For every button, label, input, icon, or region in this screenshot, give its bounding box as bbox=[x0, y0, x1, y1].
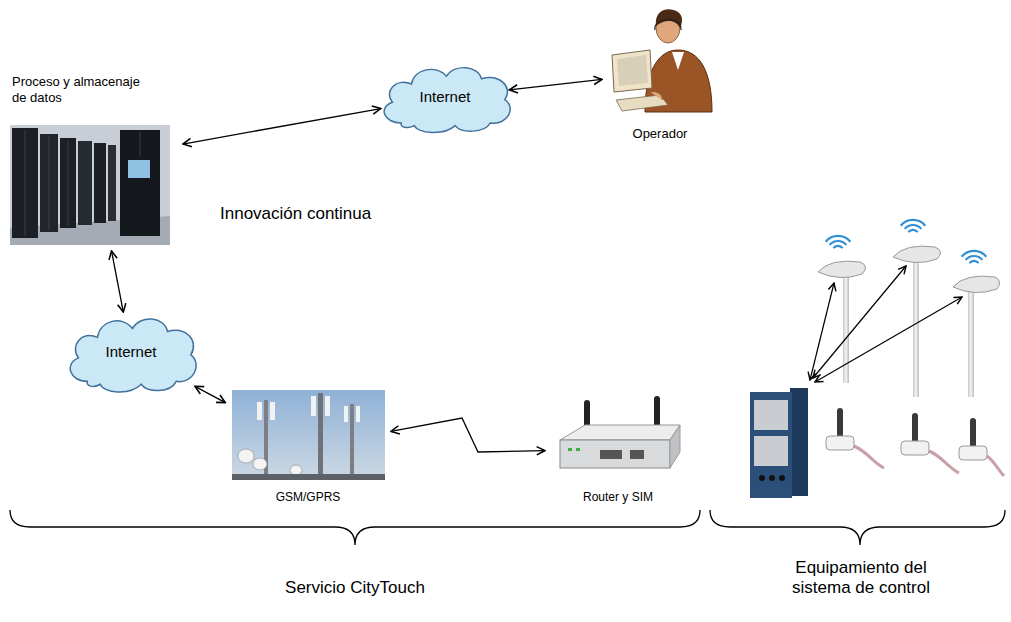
street-lamps-picture bbox=[818, 220, 1000, 397]
connector-arrow bbox=[195, 386, 225, 402]
group-label: Equipamiento del sistema de control bbox=[772, 558, 950, 599]
internet-cloud: Internet bbox=[372, 58, 518, 136]
router-node: Router y SIM bbox=[548, 392, 688, 506]
curly-brackets bbox=[10, 510, 1005, 545]
node-label: Router y SIM bbox=[583, 490, 653, 504]
gsm-node: GSM/GPRS bbox=[228, 388, 388, 506]
node-label: GSM/GPRS bbox=[276, 490, 341, 504]
cloud-outline bbox=[384, 68, 510, 133]
gsm-towers-picture bbox=[232, 390, 385, 480]
internet-cloud: Internet bbox=[58, 308, 204, 396]
router-picture bbox=[560, 396, 680, 468]
connector-arrow bbox=[112, 251, 124, 312]
lamp-controller-pods bbox=[826, 408, 1004, 476]
slogan-label: Innovación continua bbox=[220, 204, 420, 224]
connector-arrow bbox=[183, 109, 381, 144]
connector-arrow bbox=[509, 79, 602, 89]
cloud-outline bbox=[70, 319, 196, 392]
server-node: Proceso y almacenaje de datos bbox=[8, 72, 180, 248]
controller-picture bbox=[750, 388, 808, 498]
node-label: Internet bbox=[420, 88, 471, 106]
node-label: Operador bbox=[633, 126, 688, 142]
radio-links bbox=[810, 266, 962, 382]
node-label: Proceso y almacenaje de datos bbox=[12, 74, 147, 105]
server-room-picture bbox=[10, 125, 170, 245]
group-label: Servicio CityTouch bbox=[235, 578, 475, 598]
operator-node: Operador bbox=[605, 2, 715, 144]
node-label: Internet bbox=[106, 343, 157, 361]
connector-arrow bbox=[391, 418, 545, 452]
operator-picture bbox=[612, 9, 712, 112]
